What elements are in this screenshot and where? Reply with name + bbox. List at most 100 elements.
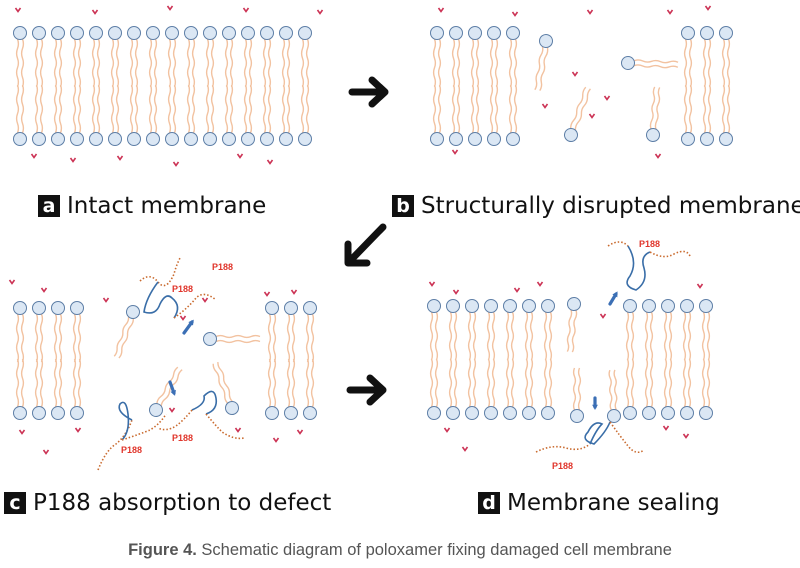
arrow-right-icon — [348, 76, 389, 108]
panel-b-label: b Structurally disrupted membrane — [392, 193, 800, 219]
small-molecule — [272, 437, 280, 443]
phospholipid — [484, 299, 498, 361]
phospholipid — [681, 26, 695, 88]
small-molecule — [102, 297, 110, 303]
phospholipid — [241, 84, 255, 146]
insertion-arrow-icon — [592, 396, 598, 410]
phospholipid — [165, 84, 179, 146]
peo-chain — [607, 241, 629, 247]
small-molecule — [451, 149, 459, 155]
phospholipid — [13, 358, 27, 420]
displaced-phospholipid — [566, 297, 581, 353]
p188-polymers — [97, 241, 691, 471]
insertion-arrow-icon — [182, 319, 194, 335]
flow-arrows — [344, 76, 389, 406]
ppo-core — [584, 421, 611, 445]
phospholipid — [32, 26, 46, 88]
phospholipid — [284, 301, 298, 363]
small-molecule — [662, 425, 670, 431]
phospholipid — [70, 26, 84, 88]
small-molecule — [428, 281, 436, 287]
phospholipid — [303, 301, 317, 363]
phospholipid — [32, 358, 46, 420]
peo-chain — [649, 250, 691, 258]
ppo-core — [118, 401, 133, 441]
peo-chain — [609, 421, 645, 454]
panel-letter-a: a — [38, 195, 60, 217]
phospholipid — [51, 301, 65, 363]
phospholipid — [700, 84, 714, 146]
phospholipid — [427, 299, 441, 361]
phospholipid — [661, 358, 675, 420]
phospholipid — [681, 84, 695, 146]
peo-chain — [121, 413, 167, 441]
small-molecule — [30, 153, 38, 159]
p188-label: P188 — [172, 433, 193, 443]
phospholipid — [699, 299, 713, 361]
phospholipid — [430, 84, 444, 146]
phospholipid — [430, 26, 444, 88]
phospholipid — [522, 358, 536, 420]
small-molecule — [236, 153, 244, 159]
small-molecule — [290, 289, 298, 295]
small-molecule — [263, 291, 271, 297]
small-molecule — [513, 287, 521, 293]
panel-letter-d: d — [478, 492, 500, 514]
small-molecule — [654, 153, 662, 159]
small-molecule — [69, 157, 77, 163]
figure-number: Figure 4. — [128, 541, 197, 559]
ppo-core — [143, 281, 179, 319]
small-molecule — [266, 159, 274, 165]
small-molecule — [74, 427, 82, 433]
displaced-phospholipid — [563, 86, 591, 142]
displaced-phospholipid — [113, 305, 140, 359]
phospholipid — [680, 358, 694, 420]
small-molecule — [541, 103, 549, 109]
panel-d-title: Membrane sealing — [507, 490, 720, 516]
panel-d-label: d Membrane sealing — [478, 490, 720, 516]
panel-a-label: a Intact membrane — [38, 193, 266, 219]
phospholipid — [506, 26, 520, 88]
phospholipid — [265, 358, 279, 420]
phospholipid — [70, 301, 84, 363]
phospholipid — [260, 84, 274, 146]
phospholipid — [642, 299, 656, 361]
phospholipid — [13, 84, 27, 146]
phospholipid — [51, 26, 65, 88]
displaced-phospholipid — [212, 362, 239, 415]
phospholipid — [303, 358, 317, 420]
phospholipid — [279, 26, 293, 88]
phospholipid — [700, 26, 714, 88]
panel-a-title: Intact membrane — [67, 193, 267, 219]
phospholipid — [146, 26, 160, 88]
ppo-core — [191, 390, 218, 415]
phospholipid — [468, 84, 482, 146]
ppo-core — [626, 245, 651, 291]
p188-label: P188 — [172, 284, 193, 294]
blue-arrows — [168, 291, 618, 410]
small-molecule — [588, 113, 596, 119]
phospholipid — [465, 299, 479, 361]
phospholipid — [265, 301, 279, 363]
phospholipid — [32, 84, 46, 146]
small-molecule — [116, 155, 124, 161]
panel-letter-b: b — [392, 195, 414, 217]
small-molecule — [242, 7, 250, 13]
phospholipid — [719, 26, 733, 88]
small-molecule — [461, 446, 469, 452]
small-molecule — [234, 427, 242, 433]
phospholipid — [642, 358, 656, 420]
phospholipid — [51, 84, 65, 146]
lipid-layer — [13, 26, 733, 423]
p188-label: P188 — [552, 461, 573, 471]
insertion-arrow-icon — [168, 380, 176, 396]
phospholipid — [279, 84, 293, 146]
displaced-phospholipid — [203, 332, 261, 346]
displaced-phospholipid — [534, 34, 553, 92]
phospholipid — [165, 26, 179, 88]
small-molecule — [437, 7, 445, 13]
panel-letter-c: c — [4, 492, 26, 514]
phospholipid — [623, 299, 637, 361]
phospholipid — [127, 26, 141, 88]
